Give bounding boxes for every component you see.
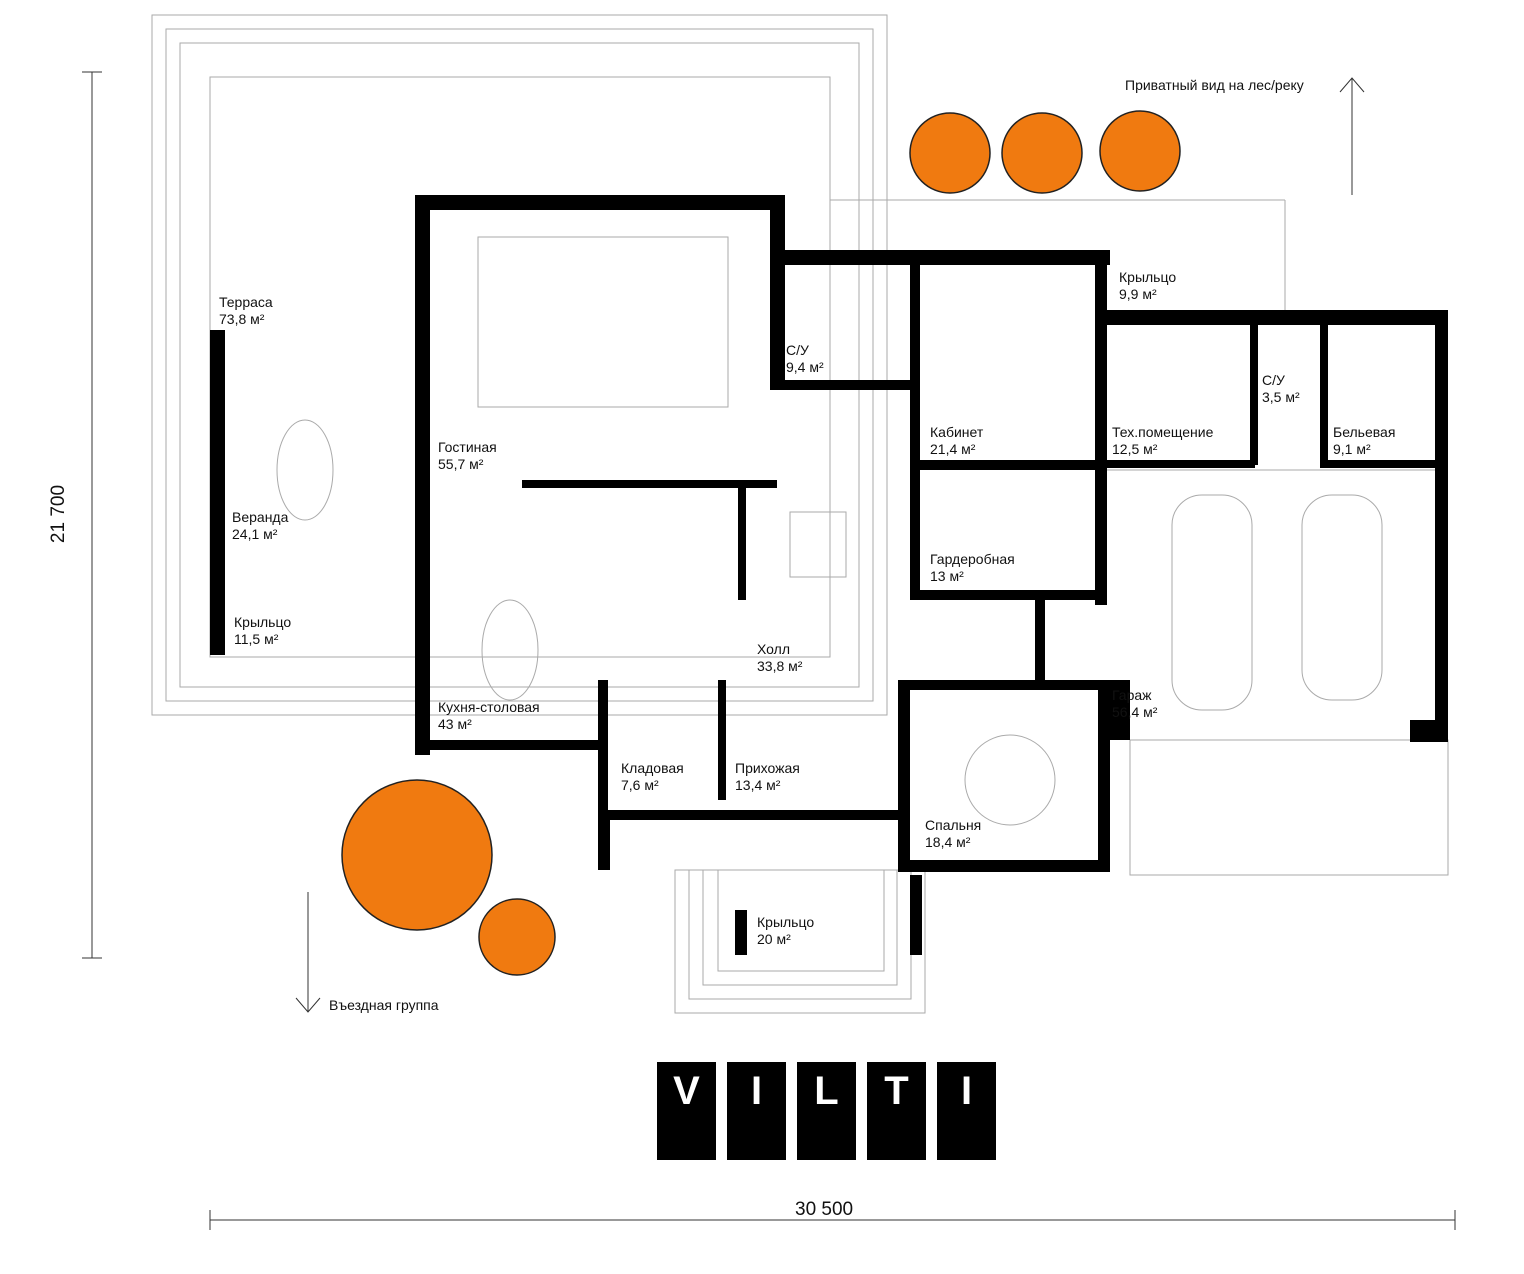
- room-name: Спальня: [925, 817, 982, 833]
- room-area: 11,5 м²: [234, 631, 279, 647]
- room-name: Крыльцо: [234, 614, 292, 630]
- room-area: 13 м²: [930, 568, 964, 584]
- room-area: 55,7 м²: [438, 456, 484, 472]
- room-name: Бельевая: [1333, 424, 1396, 440]
- room-area: 13,4 м²: [735, 777, 781, 793]
- logo-letter: I: [937, 1062, 996, 1160]
- room-area: 18,4 м²: [925, 834, 971, 850]
- room-name: Прихожая: [735, 760, 800, 776]
- room-name: Крыльцо: [1119, 269, 1177, 285]
- tree-icons: [341, 110, 1181, 976]
- room-name: Гардеробная: [930, 551, 1015, 567]
- room-area: 9,1 м²: [1333, 441, 1371, 457]
- room-area: 73,8 м²: [219, 311, 265, 327]
- room-area: 43 м²: [438, 716, 472, 732]
- view-note: Приватный вид на лес/реку: [1125, 77, 1304, 93]
- room-area: 7,6 м²: [621, 777, 659, 793]
- room-name: С/У: [786, 342, 809, 358]
- room-name: Тех.помещение: [1112, 424, 1214, 440]
- room-name: Кухня-столовая: [438, 699, 540, 715]
- width-dimension: 30 500: [795, 1199, 854, 1220]
- room-area: 12,5 м²: [1112, 441, 1158, 457]
- logo-letter: V: [657, 1062, 716, 1160]
- room-area: 3,5 м²: [1262, 389, 1300, 405]
- room-area: 56,4 м²: [1112, 704, 1158, 720]
- room-area: 24,1 м²: [232, 526, 278, 542]
- room-name: Крыльцо: [757, 914, 815, 930]
- logo-letter: L: [797, 1062, 856, 1160]
- room-name: Кладовая: [621, 760, 684, 776]
- room-name: Веранда: [232, 509, 289, 525]
- room-area: 20 м²: [757, 931, 791, 947]
- room-name: Гостиная: [438, 439, 497, 455]
- room-area: 21,4 м²: [930, 441, 976, 457]
- room-name: Гараж: [1112, 687, 1152, 703]
- room-name: Кабинет: [930, 424, 984, 440]
- room-area: 33,8 м²: [757, 658, 803, 674]
- room-name: Холл: [757, 641, 790, 657]
- room-name: С/У: [1262, 372, 1285, 388]
- room-area: 9,9 м²: [1119, 286, 1157, 302]
- logo-letter: I: [727, 1062, 786, 1160]
- room-area: 9,4 м²: [786, 359, 824, 375]
- height-dimension: 21 700: [48, 484, 70, 544]
- vilti-logo: V I L T I: [657, 1062, 996, 1160]
- room-name: Терраса: [219, 294, 273, 310]
- logo-letter: T: [867, 1062, 926, 1160]
- entry-note: Въездная группа: [329, 997, 439, 1013]
